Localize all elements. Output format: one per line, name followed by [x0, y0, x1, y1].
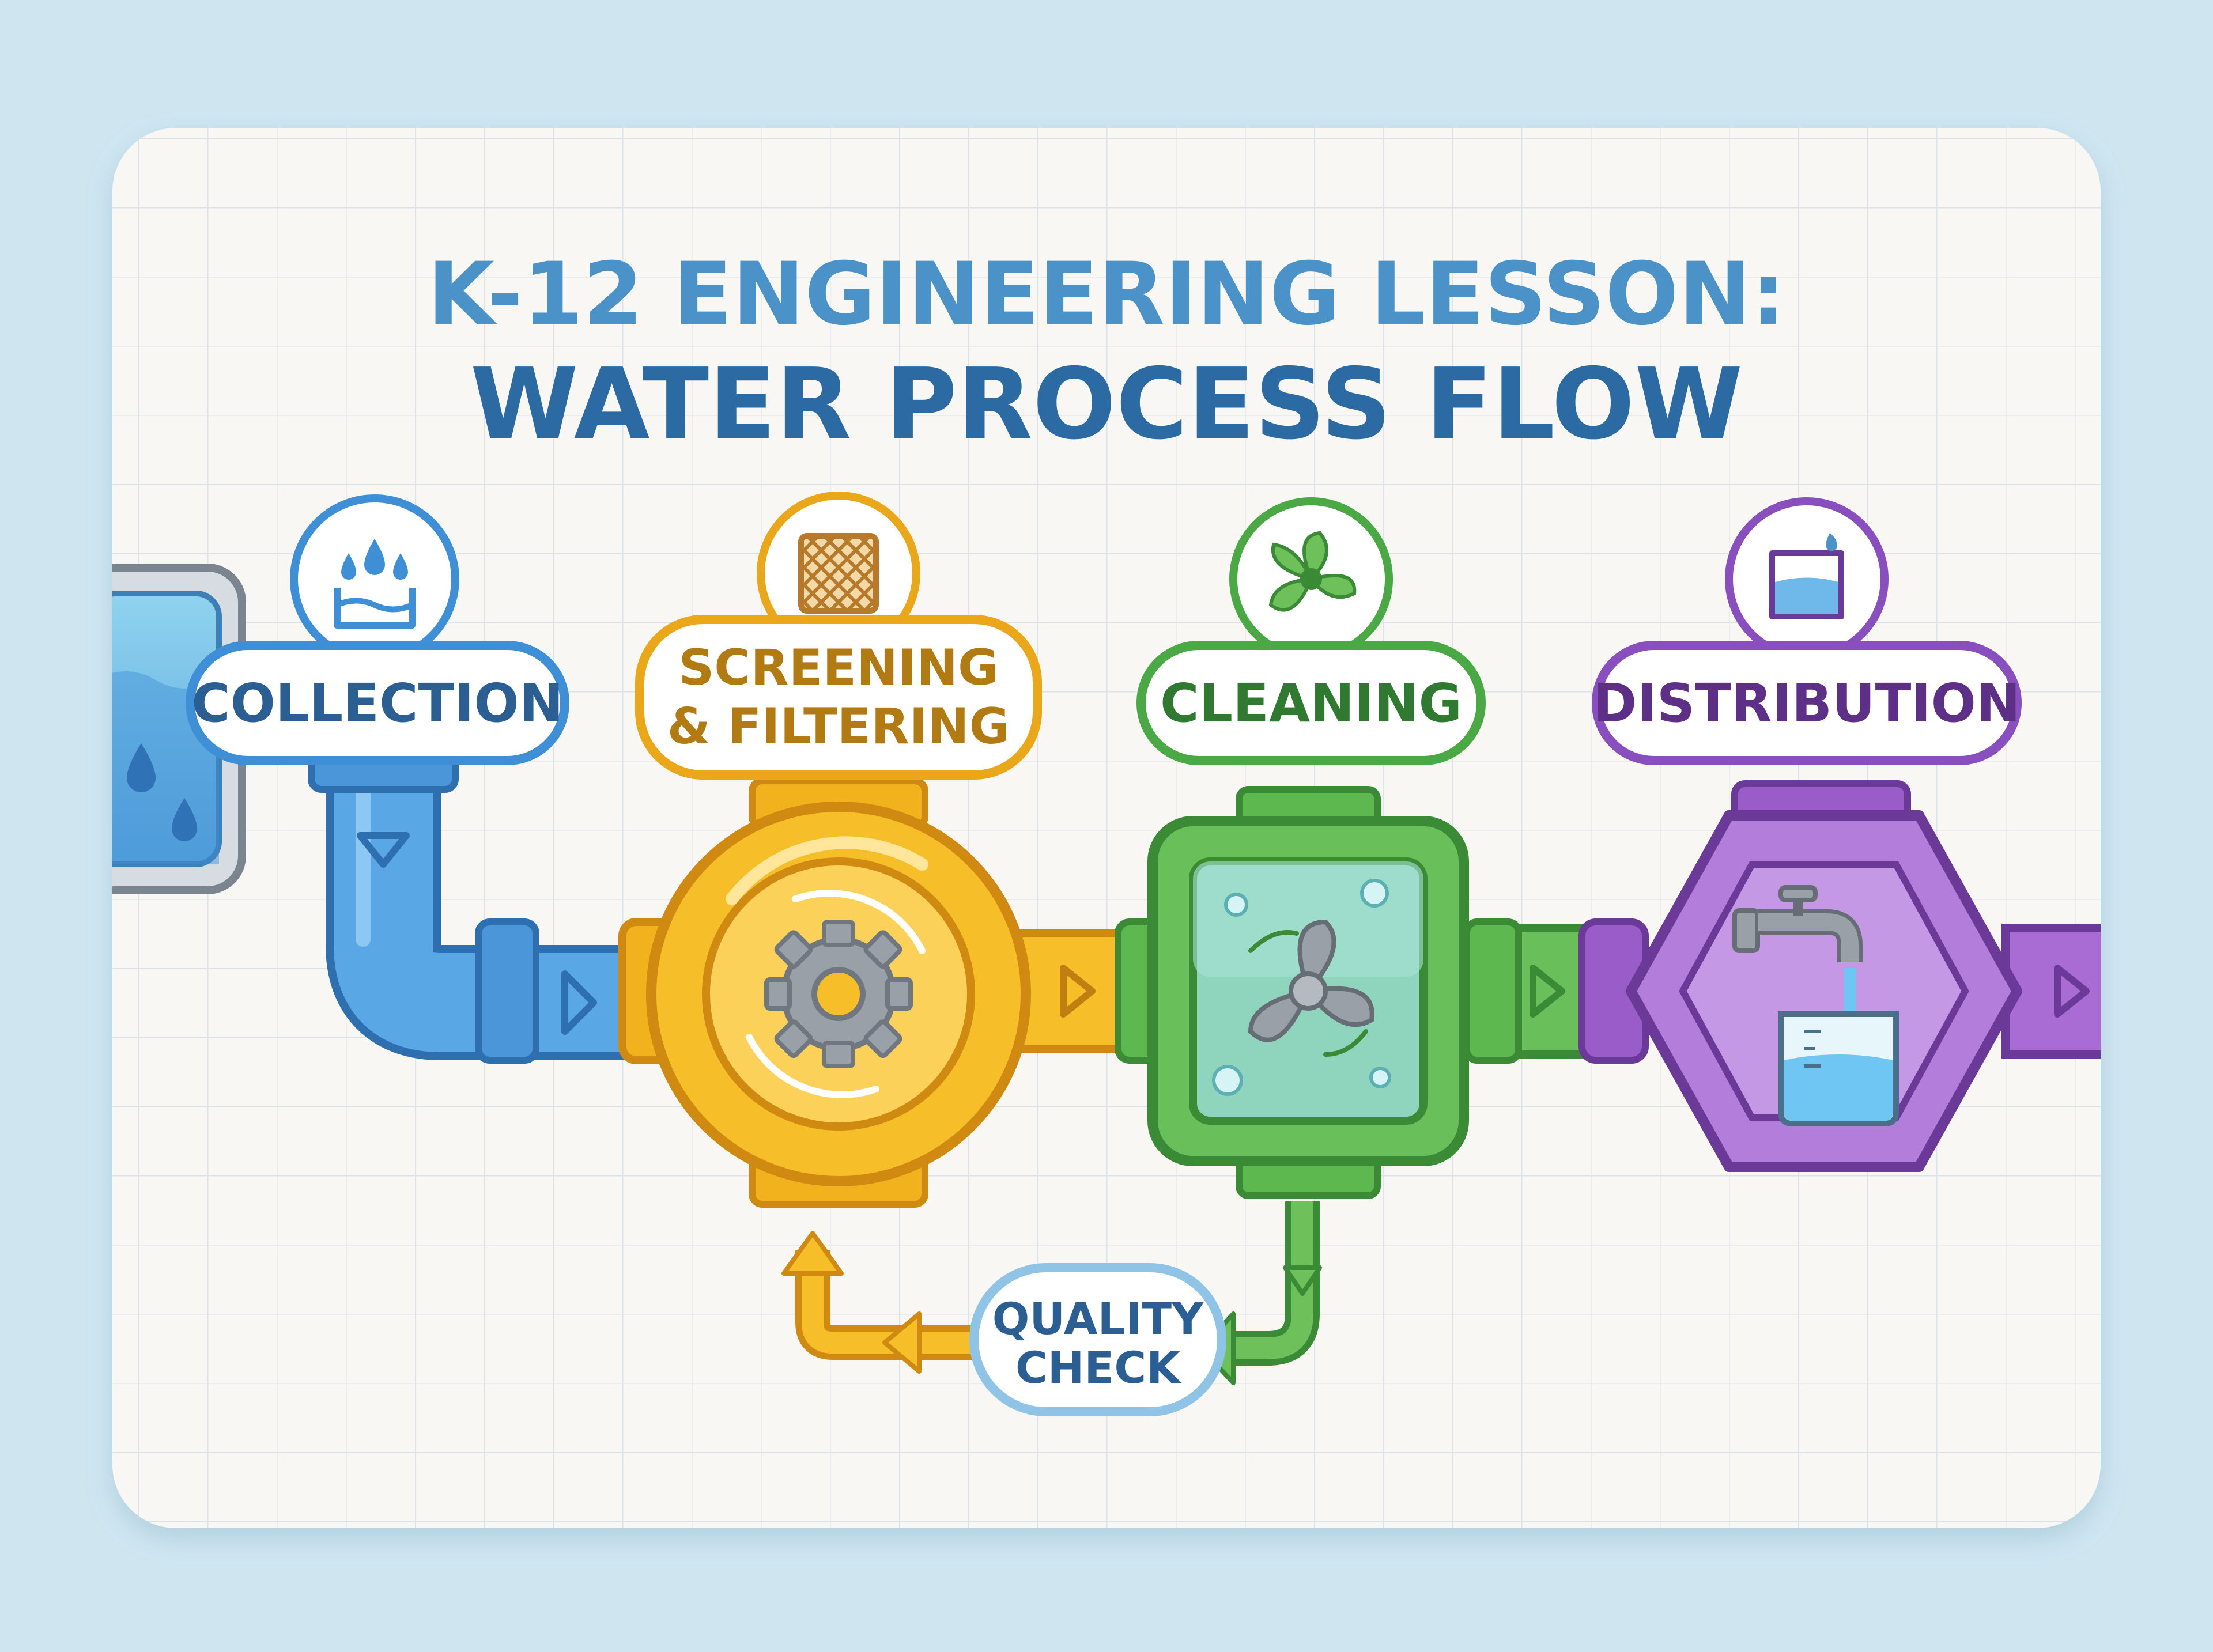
fan-icon [1248, 919, 1374, 1042]
collection-label-pill: COLLECTION [186, 641, 569, 765]
gear-icon [764, 920, 913, 1068]
beaker-icon [1769, 533, 1844, 619]
title-line-1: K-12 ENGINEERING LESSON: [428, 244, 1785, 345]
collection-icon-badge [290, 494, 459, 664]
flow-arrow-right-icon [1530, 965, 1565, 1018]
fan-icon [1268, 531, 1357, 612]
cleaning-label-pill: CLEANING [1136, 641, 1486, 765]
stage-screening: SCREENING & FILTERING [618, 492, 1134, 1208]
stage-label: COLLECTION [191, 672, 564, 734]
stage-label: DISTRIBUTION [1593, 672, 2021, 734]
bubbles [1212, 879, 1391, 1096]
stage-distribution: DISTRIBUTION [1578, 497, 2101, 1172]
flow-arrow-right-icon [561, 970, 597, 1035]
screening-icon-badge [757, 492, 920, 655]
faucet-icon [1732, 885, 1863, 1020]
quality-check-loop: QUALITY CHECK [781, 1201, 1322, 1416]
quality-check-label-line-1: QUALITY [992, 1293, 1204, 1344]
filter-mesh-icon [798, 533, 879, 614]
water-drop-icon [127, 743, 156, 792]
stage-cleaning: CLEANING [1115, 497, 1603, 1199]
flow-arrow-right-icon [2054, 965, 2090, 1018]
cleaning-icon-badge [1229, 497, 1393, 661]
flow-arrow-left-icon [882, 1311, 922, 1374]
flow-arrow-up-icon [781, 1231, 844, 1276]
water-drop-icon [172, 798, 197, 841]
quality-check-pill: QUALITY CHECK [969, 1263, 1226, 1416]
rotation-arrow-icon [1248, 930, 1299, 953]
flow-arrow-down-icon [357, 832, 410, 868]
rotation-arrow-icon [792, 890, 926, 954]
beaker-icon [1778, 1011, 1899, 1126]
title-line-2: WATER PROCESS FLOW [470, 347, 1743, 462]
rotation-arrow-icon [1323, 1029, 1368, 1057]
collection-pipe [308, 740, 640, 1064]
flow-arrow-down-icon [1283, 1265, 1322, 1296]
stage-label-line-1: SCREENING [678, 639, 998, 697]
distribution-label-pill: DISTRIBUTION [1592, 641, 2022, 765]
quality-check-label-line-2: CHECK [1015, 1342, 1182, 1393]
water-tank [112, 564, 246, 894]
stage-collection: COLLECTION [112, 494, 640, 1064]
stage-label-line-2: & FILTERING [667, 698, 1010, 755]
distribution-icon-badge [1725, 497, 1889, 661]
lesson-card [112, 128, 2101, 1528]
flow-arrow-right-icon [1060, 965, 1096, 1018]
diagram-title: K-12 ENGINEERING LESSON: WATER PROCESS F… [428, 244, 1785, 462]
rotation-arrow-icon [746, 1034, 879, 1098]
water-drops-basin-icon [334, 539, 416, 629]
stage-label: CLEANING [1160, 672, 1462, 734]
screening-label-pill: SCREENING & FILTERING [635, 615, 1042, 780]
